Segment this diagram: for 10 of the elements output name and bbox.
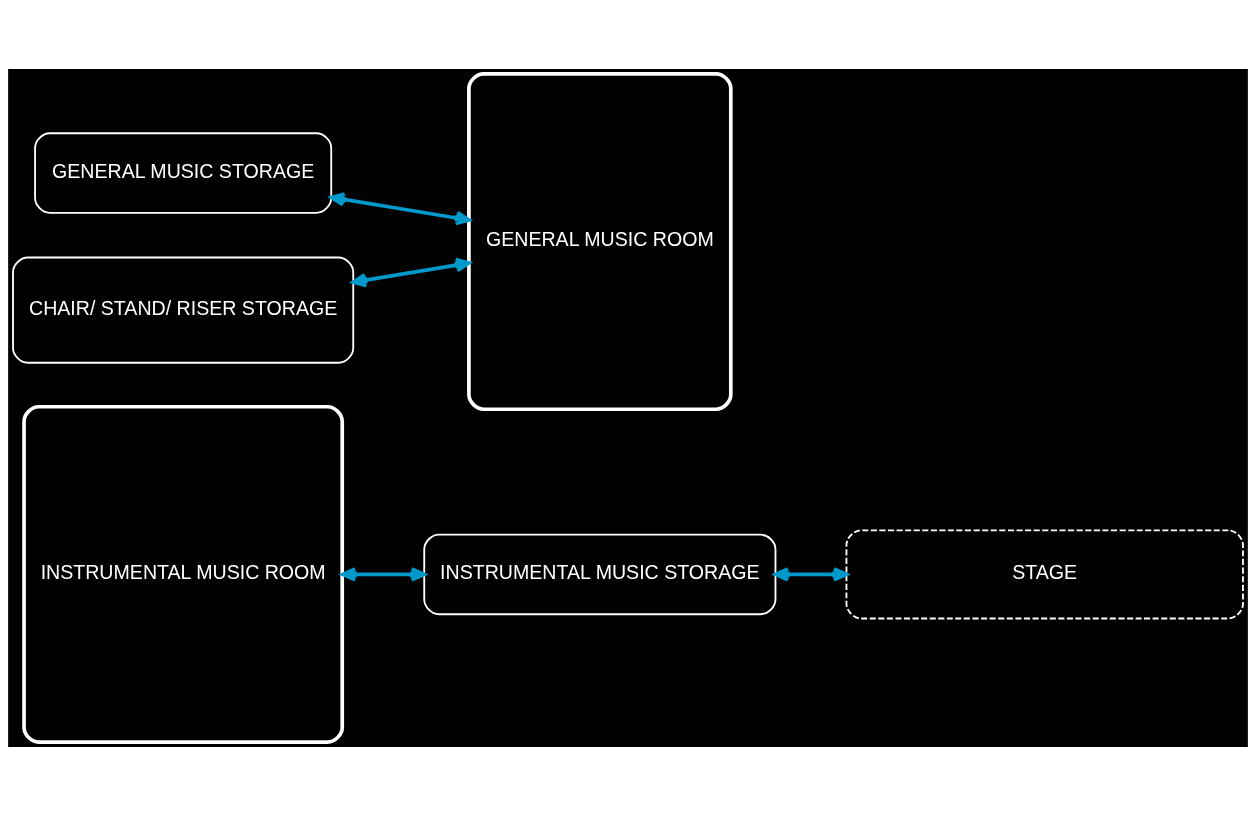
arrow (773, 566, 849, 582)
arrow (351, 257, 471, 287)
node-box: GENERAL MUSIC ROOM (467, 71, 733, 411)
node-box: STAGE (845, 528, 1244, 619)
node-box: INSTRUMENTAL MUSIC STORAGE (423, 533, 777, 615)
arrow (329, 191, 471, 225)
node-box: INSTRUMENTAL MUSIC ROOM (22, 404, 345, 744)
arrow (340, 566, 426, 582)
node-box: GENERAL MUSIC STORAGE (34, 131, 333, 214)
node-box: CHAIR/ STAND/ RISER STORAGE (12, 256, 355, 364)
